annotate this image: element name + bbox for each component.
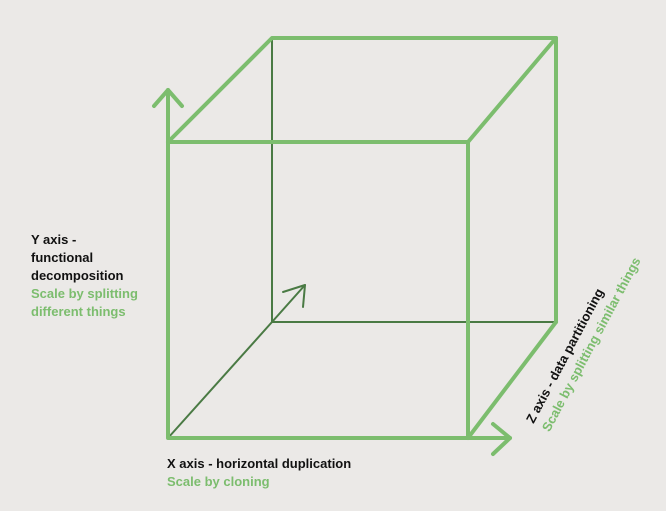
y-axis-title-line: functional [31,250,94,265]
cube-front-face [166,140,470,440]
x-axis-arrow [466,422,512,456]
y-axis-label: Y axis - functional decomposition Scale … [31,231,138,321]
cube-visible-edges [166,36,558,440]
x-axis-label: X axis - horizontal duplication Scale by… [167,455,351,491]
y-axis-arrow [152,88,184,144]
cube-right-bottom-edge [466,320,558,440]
x-axis-title: X axis - horizontal duplication [167,456,352,471]
y-axis-subtitle-line: Scale by splitting [31,286,138,301]
x-axis-subtitle: Scale by cloning [167,474,270,489]
z-axis-arrow [271,284,306,323]
cube-hidden-edges [167,37,557,439]
cube-top-face [166,36,558,144]
y-axis-subtitle-line: different things [31,304,126,319]
y-axis-title-line: Y axis - [31,232,77,247]
back-diagonal-edge [167,321,273,439]
y-axis-title-line: decomposition [31,268,124,283]
